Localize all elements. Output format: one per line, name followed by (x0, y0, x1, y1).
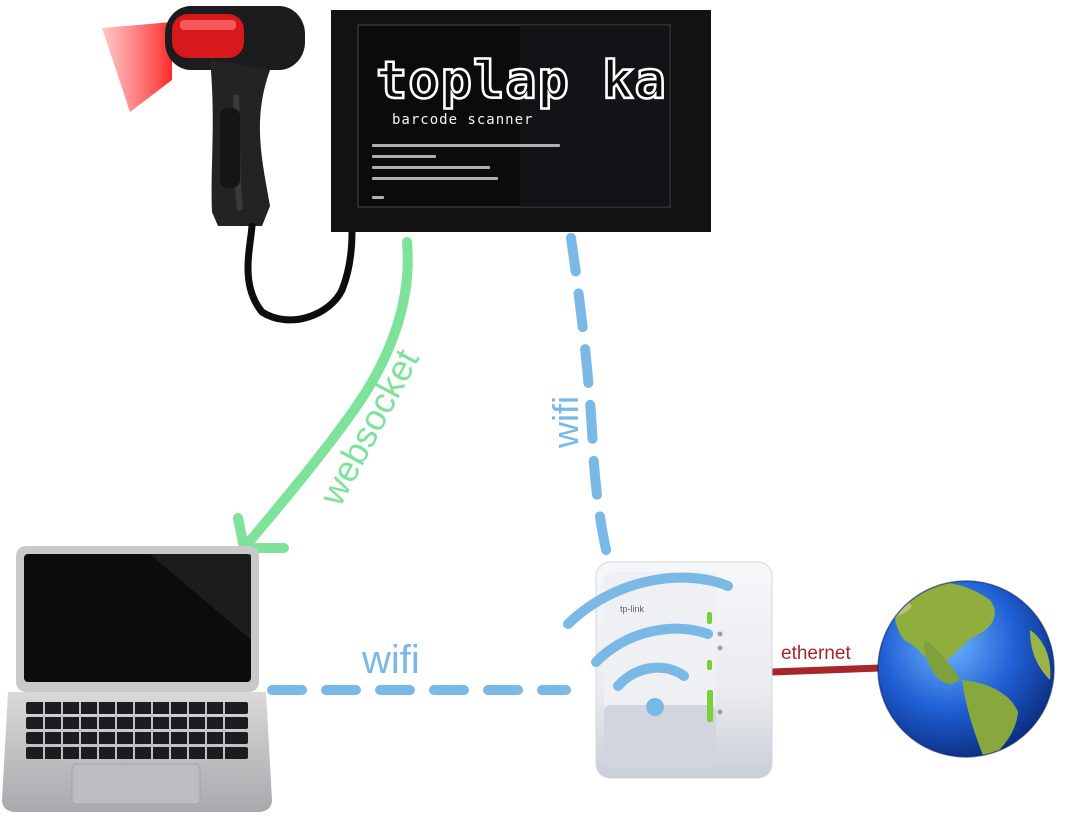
screen-subtitle: barcode scanner (392, 112, 533, 128)
wifi-label-vertical: wifi (545, 396, 586, 449)
display-screen-icon: toplap ka barcode scanner (331, 10, 711, 232)
ethernet-label: ethernet (781, 643, 851, 664)
router-brand: tp-link (620, 604, 645, 614)
router-status-leds (707, 612, 723, 722)
globe-icon (877, 580, 1055, 758)
globe-continents (880, 581, 1051, 757)
laptop-trackpad (71, 763, 201, 805)
websocket-label: websocket (310, 342, 427, 512)
wifi-connection-screen-router (566, 233, 615, 571)
barcode-scanner-icon (102, 6, 356, 324)
wifi-signal-arcs (563, 572, 733, 716)
wifi-label-horizontal: wifi (361, 638, 420, 682)
laptop-icon (2, 546, 272, 812)
screen-title: toplap ka (376, 51, 667, 111)
scanner-cable (244, 222, 356, 324)
ethernet-connection (768, 664, 884, 676)
screen-text-lines (372, 144, 560, 199)
wifi-router-icon: tp-link (563, 561, 773, 779)
scanner-laser-beam (102, 22, 172, 112)
laptop-keyboard (26, 702, 248, 759)
